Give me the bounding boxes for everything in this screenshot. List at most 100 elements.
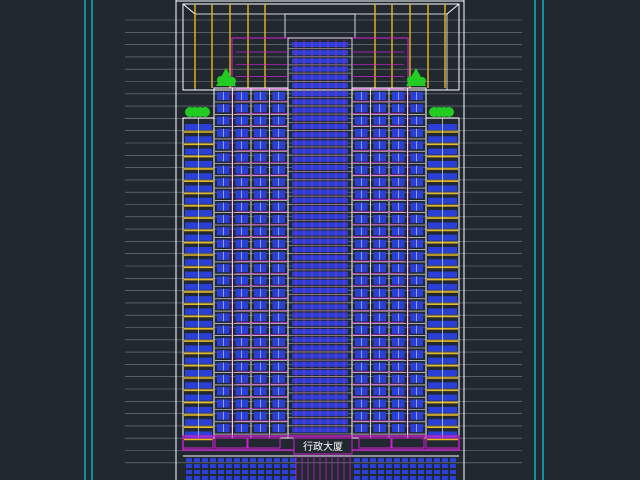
podium-window [282,470,288,474]
podium-window [186,476,192,480]
podium-window [434,464,440,468]
tree-leaf [228,77,236,85]
podium-window [282,476,288,480]
podium-window [274,464,280,468]
podium-window [354,458,360,462]
podium-window [218,476,224,480]
podium-window [186,464,192,468]
podium-window [266,476,272,480]
podium-window [426,458,432,462]
podium-window [442,464,448,468]
podium-window [370,458,376,462]
podium-window [394,464,400,468]
drawing-frame [84,0,544,480]
podium-bay [214,437,248,449]
podium-window [442,476,448,480]
podium-window [394,470,400,474]
podium-window [234,458,240,462]
podium-window [226,470,232,474]
podium-window [250,476,256,480]
right-wing-balconies [425,117,460,441]
roof-planting [185,68,454,117]
podium-window [210,470,216,474]
podium-window [378,476,384,480]
podium-window [402,458,408,462]
podium-window [226,464,232,468]
podium-window [258,476,264,480]
podium-window [218,464,224,468]
podium-window [426,476,432,480]
podium-window [290,458,296,462]
podium-window [234,476,240,480]
podium-window [258,464,264,468]
podium-window [266,458,272,462]
crown-center-panel [284,13,356,39]
podium-window [258,458,264,462]
podium-window [354,476,360,480]
podium-window [418,476,424,480]
shrub-icon [429,107,454,117]
podium-window [402,476,408,480]
podium-window [410,476,416,480]
podium-window [394,476,400,480]
podium-window [418,470,424,474]
podium-window [402,464,408,468]
podium-window [202,470,208,474]
podium-window [410,464,416,468]
podium-window [210,458,216,462]
podium-window [386,476,392,480]
podium-window [450,476,456,480]
podium-window [362,476,368,480]
podium-window [242,464,248,468]
podium-window [242,476,248,480]
tree-leaf [407,76,415,84]
podium-bay [182,437,214,449]
podium-window [266,464,272,468]
podium-window [290,470,296,474]
podium-window [370,464,376,468]
podium-window [450,470,456,474]
shrub-leaf [200,107,210,117]
podium-window [370,476,376,480]
podium-window [202,458,208,462]
podium-window [378,464,384,468]
podium-window [266,470,272,474]
podium-window [218,458,224,462]
right-tower-facade [351,87,427,439]
podium-window [250,470,256,474]
left-wing-balconies [182,117,215,441]
podium-window [210,476,216,480]
podium-bay [247,437,281,449]
podium-window [418,458,424,462]
podium-window [250,458,256,462]
podium-window [354,464,360,468]
podium-window [434,476,440,480]
podium-window [434,470,440,474]
shrub-leaf [444,107,454,117]
podium-window [378,458,384,462]
podium-window [194,470,200,474]
podium-window [410,470,416,474]
podium-window [386,458,392,462]
podium-window [194,476,200,480]
central-core-tower [231,37,409,439]
shrub-icon [185,107,210,117]
podium-window [442,470,448,474]
podium-window [426,470,432,474]
podium-window [202,464,208,468]
tree-leaf [418,77,426,85]
podium-window [426,464,432,468]
entrance-sign-text: 行政大厦 [303,440,343,453]
podium-window [362,470,368,474]
podium-window [394,458,400,462]
podium-window [282,464,288,468]
podium-window [370,470,376,474]
podium-bay [358,437,392,449]
podium-window [402,470,408,474]
podium-window [450,464,456,468]
podium-window [434,458,440,462]
podium-window [290,464,296,468]
podium-window [234,470,240,474]
entrance-sign-plate [293,437,353,455]
